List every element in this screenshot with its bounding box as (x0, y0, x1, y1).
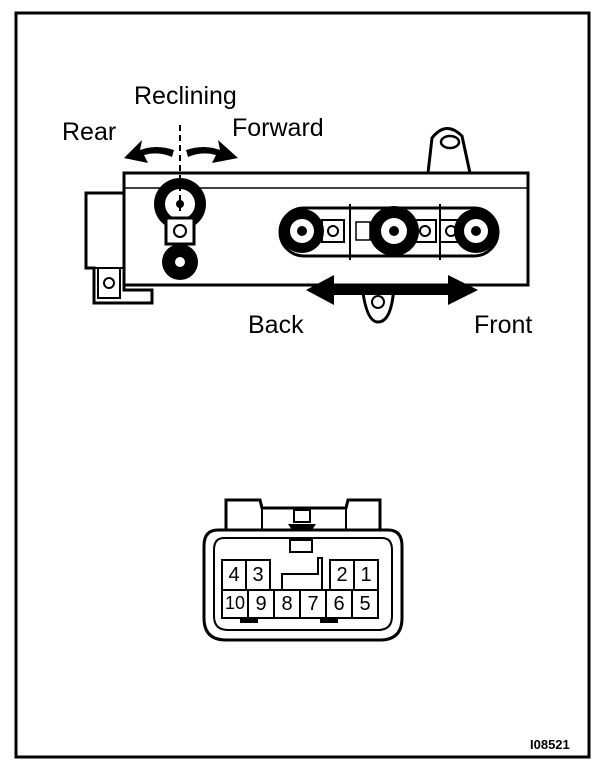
housing-screw-hole (103, 277, 115, 289)
pin-number: 4 (228, 564, 240, 586)
figure-border (14, 11, 591, 759)
pin-cell-8 (273, 589, 301, 619)
pin-number: 5 (359, 593, 371, 615)
label-back: Back (248, 311, 304, 339)
label-front: Front (474, 311, 533, 339)
pin-number: 3 (252, 564, 264, 586)
pin-number: 8 (281, 593, 293, 615)
pin-cell-2 (329, 559, 355, 591)
pin-number: 6 (333, 593, 345, 615)
mounting-tab-hole (439, 134, 461, 150)
rear-arrow-icon (124, 140, 174, 163)
pin-number: 7 (307, 593, 319, 615)
pin-cell-3 (245, 559, 271, 591)
label-reclining: Reclining (134, 82, 237, 110)
pin-number: 9 (255, 593, 267, 615)
label-forward: Forward (232, 114, 324, 142)
forward-arrow-icon (186, 140, 238, 163)
figure-code: I08521 (530, 737, 570, 752)
pin-number: 10 (224, 593, 246, 613)
pin-number: 2 (336, 564, 348, 586)
label-rear: Rear (62, 118, 117, 146)
pin-number: 1 (360, 564, 372, 586)
slide-double-arrow-icon (306, 275, 478, 305)
pin-cell-5 (351, 589, 379, 619)
